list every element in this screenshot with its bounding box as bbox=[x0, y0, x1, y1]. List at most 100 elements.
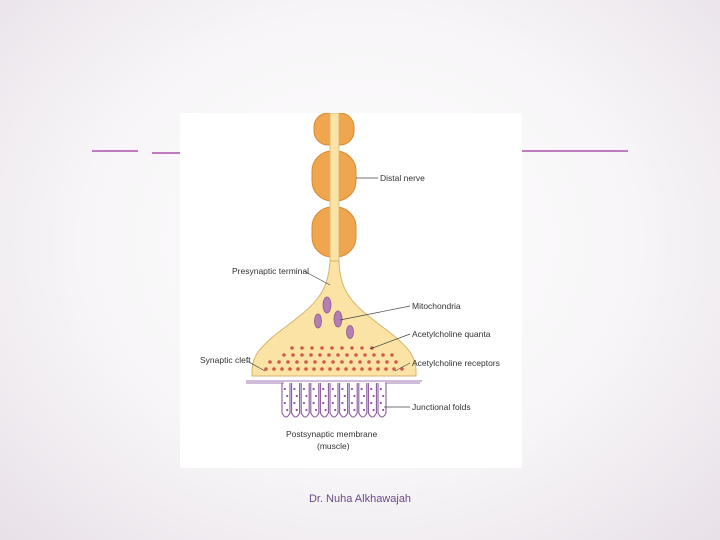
acetylcholine-quantum-dot bbox=[340, 346, 344, 350]
receptor-dot bbox=[312, 401, 315, 405]
receptor-dot bbox=[379, 387, 382, 391]
receptor-dot bbox=[372, 394, 375, 398]
receptor-dot bbox=[314, 408, 318, 412]
acetylcholine-quantum-dot bbox=[336, 367, 340, 371]
receptor-dot bbox=[360, 387, 363, 391]
acetylcholine-quantum-dot bbox=[268, 360, 272, 364]
receptor-dot bbox=[331, 387, 334, 391]
acetylcholine-quantum-dot bbox=[322, 360, 326, 364]
acetylcholine-quantum-dot bbox=[280, 367, 284, 371]
acetylcholine-quantum-dot bbox=[390, 353, 394, 357]
junctional-fold bbox=[339, 383, 349, 418]
receptor-dot bbox=[353, 408, 356, 412]
acetylcholine-quantum-dot bbox=[272, 367, 276, 371]
acetylcholine-quantum-dot bbox=[300, 353, 304, 357]
label-acetylcholine-quanta: Acetylcholine quanta bbox=[412, 329, 491, 339]
junctional-fold bbox=[310, 383, 320, 418]
label-postsynaptic-membrane: Postsynaptic membrane bbox=[286, 429, 377, 439]
receptor-dot bbox=[379, 401, 382, 405]
receptor-dot bbox=[334, 408, 337, 412]
receptor-dot bbox=[293, 401, 296, 405]
acetylcholine-quanta-dots bbox=[264, 346, 404, 371]
acetylcholine-quantum-dot bbox=[376, 360, 380, 364]
junctional-folds-group bbox=[281, 383, 387, 418]
neuromuscular-junction-diagram: Distal nerve Presynaptic terminal Mitoch… bbox=[180, 113, 522, 468]
receptor-dot bbox=[314, 394, 318, 398]
junctional-fold bbox=[281, 383, 291, 418]
acetylcholine-quantum-dot bbox=[330, 346, 334, 350]
receptor-dot bbox=[372, 408, 375, 412]
label-presynaptic-terminal: Presynaptic terminal bbox=[232, 266, 309, 276]
acetylcholine-quantum-dot bbox=[288, 367, 292, 371]
receptor-dot bbox=[362, 394, 366, 398]
acetylcholine-quantum-dot bbox=[320, 367, 324, 371]
receptor-dot bbox=[382, 408, 385, 412]
receptor-dot bbox=[305, 394, 308, 398]
acetylcholine-quantum-dot bbox=[340, 360, 344, 364]
acetylcholine-quantum-dot bbox=[350, 346, 354, 350]
junctional-fold bbox=[329, 383, 339, 418]
diagram-svg: Distal nerve Presynaptic terminal Mitoch… bbox=[200, 113, 500, 451]
acetylcholine-quantum-dot bbox=[318, 353, 322, 357]
label-distal-nerve: Distal nerve bbox=[380, 173, 425, 183]
receptor-dot bbox=[350, 401, 354, 405]
acetylcholine-quantum-dot bbox=[354, 353, 358, 357]
receptor-dot bbox=[305, 408, 308, 412]
receptor-dot bbox=[370, 401, 373, 405]
accent-line-left-2 bbox=[152, 152, 180, 154]
junctional-fold bbox=[358, 383, 368, 418]
footer-author: Dr. Nuha Alkhawajah bbox=[308, 493, 412, 505]
acetylcholine-quantum-dot bbox=[304, 367, 308, 371]
acetylcholine-quantum-dot bbox=[304, 360, 308, 364]
acetylcholine-quantum-dot bbox=[392, 367, 396, 371]
axon bbox=[329, 113, 340, 264]
label-junctional-folds: Junctional folds bbox=[412, 402, 471, 412]
junctional-fold bbox=[367, 383, 377, 418]
receptor-dot bbox=[312, 387, 315, 391]
label-postsynaptic-muscle: (muscle) bbox=[317, 441, 350, 451]
acetylcholine-quantum-dot bbox=[385, 360, 389, 364]
accent-line-left bbox=[92, 150, 138, 152]
receptor-dot bbox=[343, 408, 346, 412]
acetylcholine-quantum-dot bbox=[286, 360, 290, 364]
acetylcholine-quantum-dot bbox=[344, 367, 348, 371]
acetylcholine-quantum-dot bbox=[312, 367, 316, 371]
junctional-fold bbox=[300, 383, 310, 418]
receptor-dot bbox=[286, 408, 289, 412]
acetylcholine-quantum-dot bbox=[313, 360, 317, 364]
receptor-dot bbox=[283, 387, 286, 391]
acetylcholine-quantum-dot bbox=[310, 346, 314, 350]
receptor-dot bbox=[382, 394, 385, 398]
acetylcholine-quantum-dot bbox=[360, 367, 364, 371]
acetylcholine-quantum-dot bbox=[290, 346, 294, 350]
receptor-dot bbox=[331, 401, 334, 405]
acetylcholine-quantum-dot bbox=[394, 360, 398, 364]
junctional-fold bbox=[348, 383, 358, 418]
receptor-dot bbox=[322, 387, 325, 391]
receptor-dot bbox=[370, 387, 373, 391]
receptor-dot bbox=[334, 394, 337, 398]
acetylcholine-quantum-dot bbox=[296, 367, 300, 371]
acetylcholine-quantum-dot bbox=[360, 346, 364, 350]
receptor-dot bbox=[350, 387, 354, 391]
acetylcholine-quantum-dot bbox=[264, 367, 268, 371]
junctional-fold bbox=[291, 383, 301, 418]
receptor-dot bbox=[286, 394, 289, 398]
receptor-dot bbox=[324, 408, 327, 412]
acetylcholine-quantum-dot bbox=[282, 353, 286, 357]
acetylcholine-quantum-dot bbox=[320, 346, 324, 350]
acetylcholine-quantum-dot bbox=[300, 346, 304, 350]
accent-line-right bbox=[522, 150, 628, 152]
receptor-dot bbox=[295, 394, 298, 398]
receptor-dot bbox=[353, 394, 356, 398]
acetylcholine-quantum-dot bbox=[336, 353, 340, 357]
acetylcholine-quantum-dot bbox=[295, 360, 299, 364]
acetylcholine-quantum-dot bbox=[358, 360, 362, 364]
receptor-dot bbox=[360, 401, 363, 405]
acetylcholine-quantum-dot bbox=[384, 367, 388, 371]
receptor-dot bbox=[324, 394, 327, 398]
acetylcholine-quantum-dot bbox=[349, 360, 353, 364]
acetylcholine-quantum-dot bbox=[367, 360, 371, 364]
acetylcholine-quantum-dot bbox=[309, 353, 313, 357]
receptor-dot bbox=[341, 401, 344, 405]
